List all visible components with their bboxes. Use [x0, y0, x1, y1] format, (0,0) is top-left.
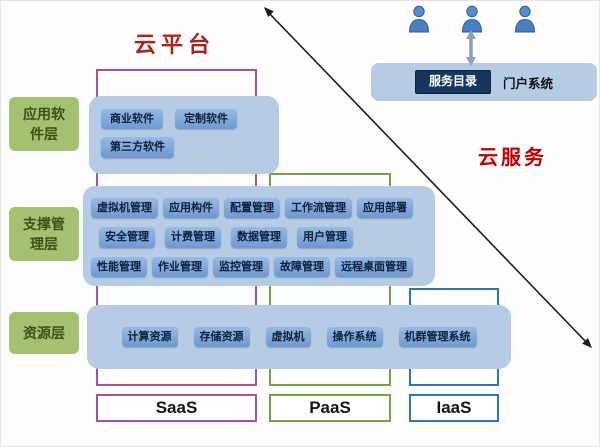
chip-custom-software: 定制软件	[175, 109, 237, 130]
mgmt-row-1: 虚拟机管理 应用构件 配置管理 工作流管理 应用部署	[91, 198, 427, 219]
feature-chip: 监控管理	[213, 256, 269, 277]
mgmt-row-2: 安全管理 计费管理 数据管理 用户管理	[99, 227, 427, 248]
feature-chip: 虚拟机管理	[91, 198, 158, 219]
user-icons-group	[407, 5, 537, 33]
iaas-label-box: IaaS	[409, 394, 499, 422]
resource-chip: 存储资源	[193, 326, 250, 348]
feature-chip: 配置管理	[224, 198, 280, 219]
app-row-2: 第三方软件	[101, 137, 269, 158]
service-catalog-button: 服务目录	[414, 70, 491, 94]
feature-chip: 数据管理	[231, 227, 287, 248]
resource-chip: 操作系统	[326, 326, 383, 348]
paas-label: PaaS	[309, 398, 351, 417]
feature-chip: 工作流管理	[285, 198, 352, 219]
paas-label-box: PaaS	[269, 394, 391, 422]
feature-chip: 远程桌面管理	[335, 256, 413, 277]
feature-chip: 性能管理	[91, 256, 147, 277]
layer-label-application: 应用软件层	[9, 97, 79, 151]
app-row-1: 商业软件 定制软件	[101, 109, 269, 130]
vertical-double-arrow-icon	[466, 30, 476, 66]
user-icon	[514, 5, 536, 33]
feature-chip: 计费管理	[165, 227, 221, 248]
resource-chip: 虚拟机	[265, 326, 311, 348]
feature-chip: 作业管理	[152, 256, 208, 277]
feature-chip: 安全管理	[99, 227, 155, 248]
user-icon	[408, 5, 430, 33]
layer-label-management: 支撑管理层	[9, 207, 79, 261]
saas-label: SaaS	[155, 398, 198, 417]
portal-system-label: 门户系统	[503, 76, 554, 91]
user-icon	[461, 5, 483, 33]
cloud-service-title: 云服务	[478, 147, 547, 169]
resource-layer-panel: 计算资源 存储资源 虚拟机 操作系统 机群管理系统	[87, 305, 511, 369]
feature-chip: 应用构件	[163, 198, 219, 219]
iaas-label: IaaS	[436, 398, 472, 417]
chip-thirdparty-software: 第三方软件	[101, 137, 174, 158]
feature-chip: 应用部署	[357, 198, 413, 219]
chip-commercial-software: 商业软件	[101, 109, 163, 130]
resource-chip: 计算资源	[121, 326, 178, 348]
cloud-platform-title: 云平台	[134, 32, 216, 57]
portal-panel: 服务目录 门户系统	[371, 63, 597, 101]
feature-chip: 故障管理	[274, 256, 330, 277]
feature-chip: 用户管理	[297, 227, 353, 248]
mgmt-row-3: 性能管理 作业管理 监控管理 故障管理 远程桌面管理	[91, 256, 427, 277]
resource-chip: 机群管理系统	[398, 326, 477, 348]
saas-label-box: SaaS	[96, 394, 257, 422]
management-layer-panel: 虚拟机管理 应用构件 配置管理 工作流管理 应用部署 安全管理 计费管理 数据管…	[83, 186, 435, 286]
layer-label-resource: 资源层	[9, 312, 79, 354]
application-layer-panel: 商业软件 定制软件 第三方软件	[89, 96, 279, 174]
